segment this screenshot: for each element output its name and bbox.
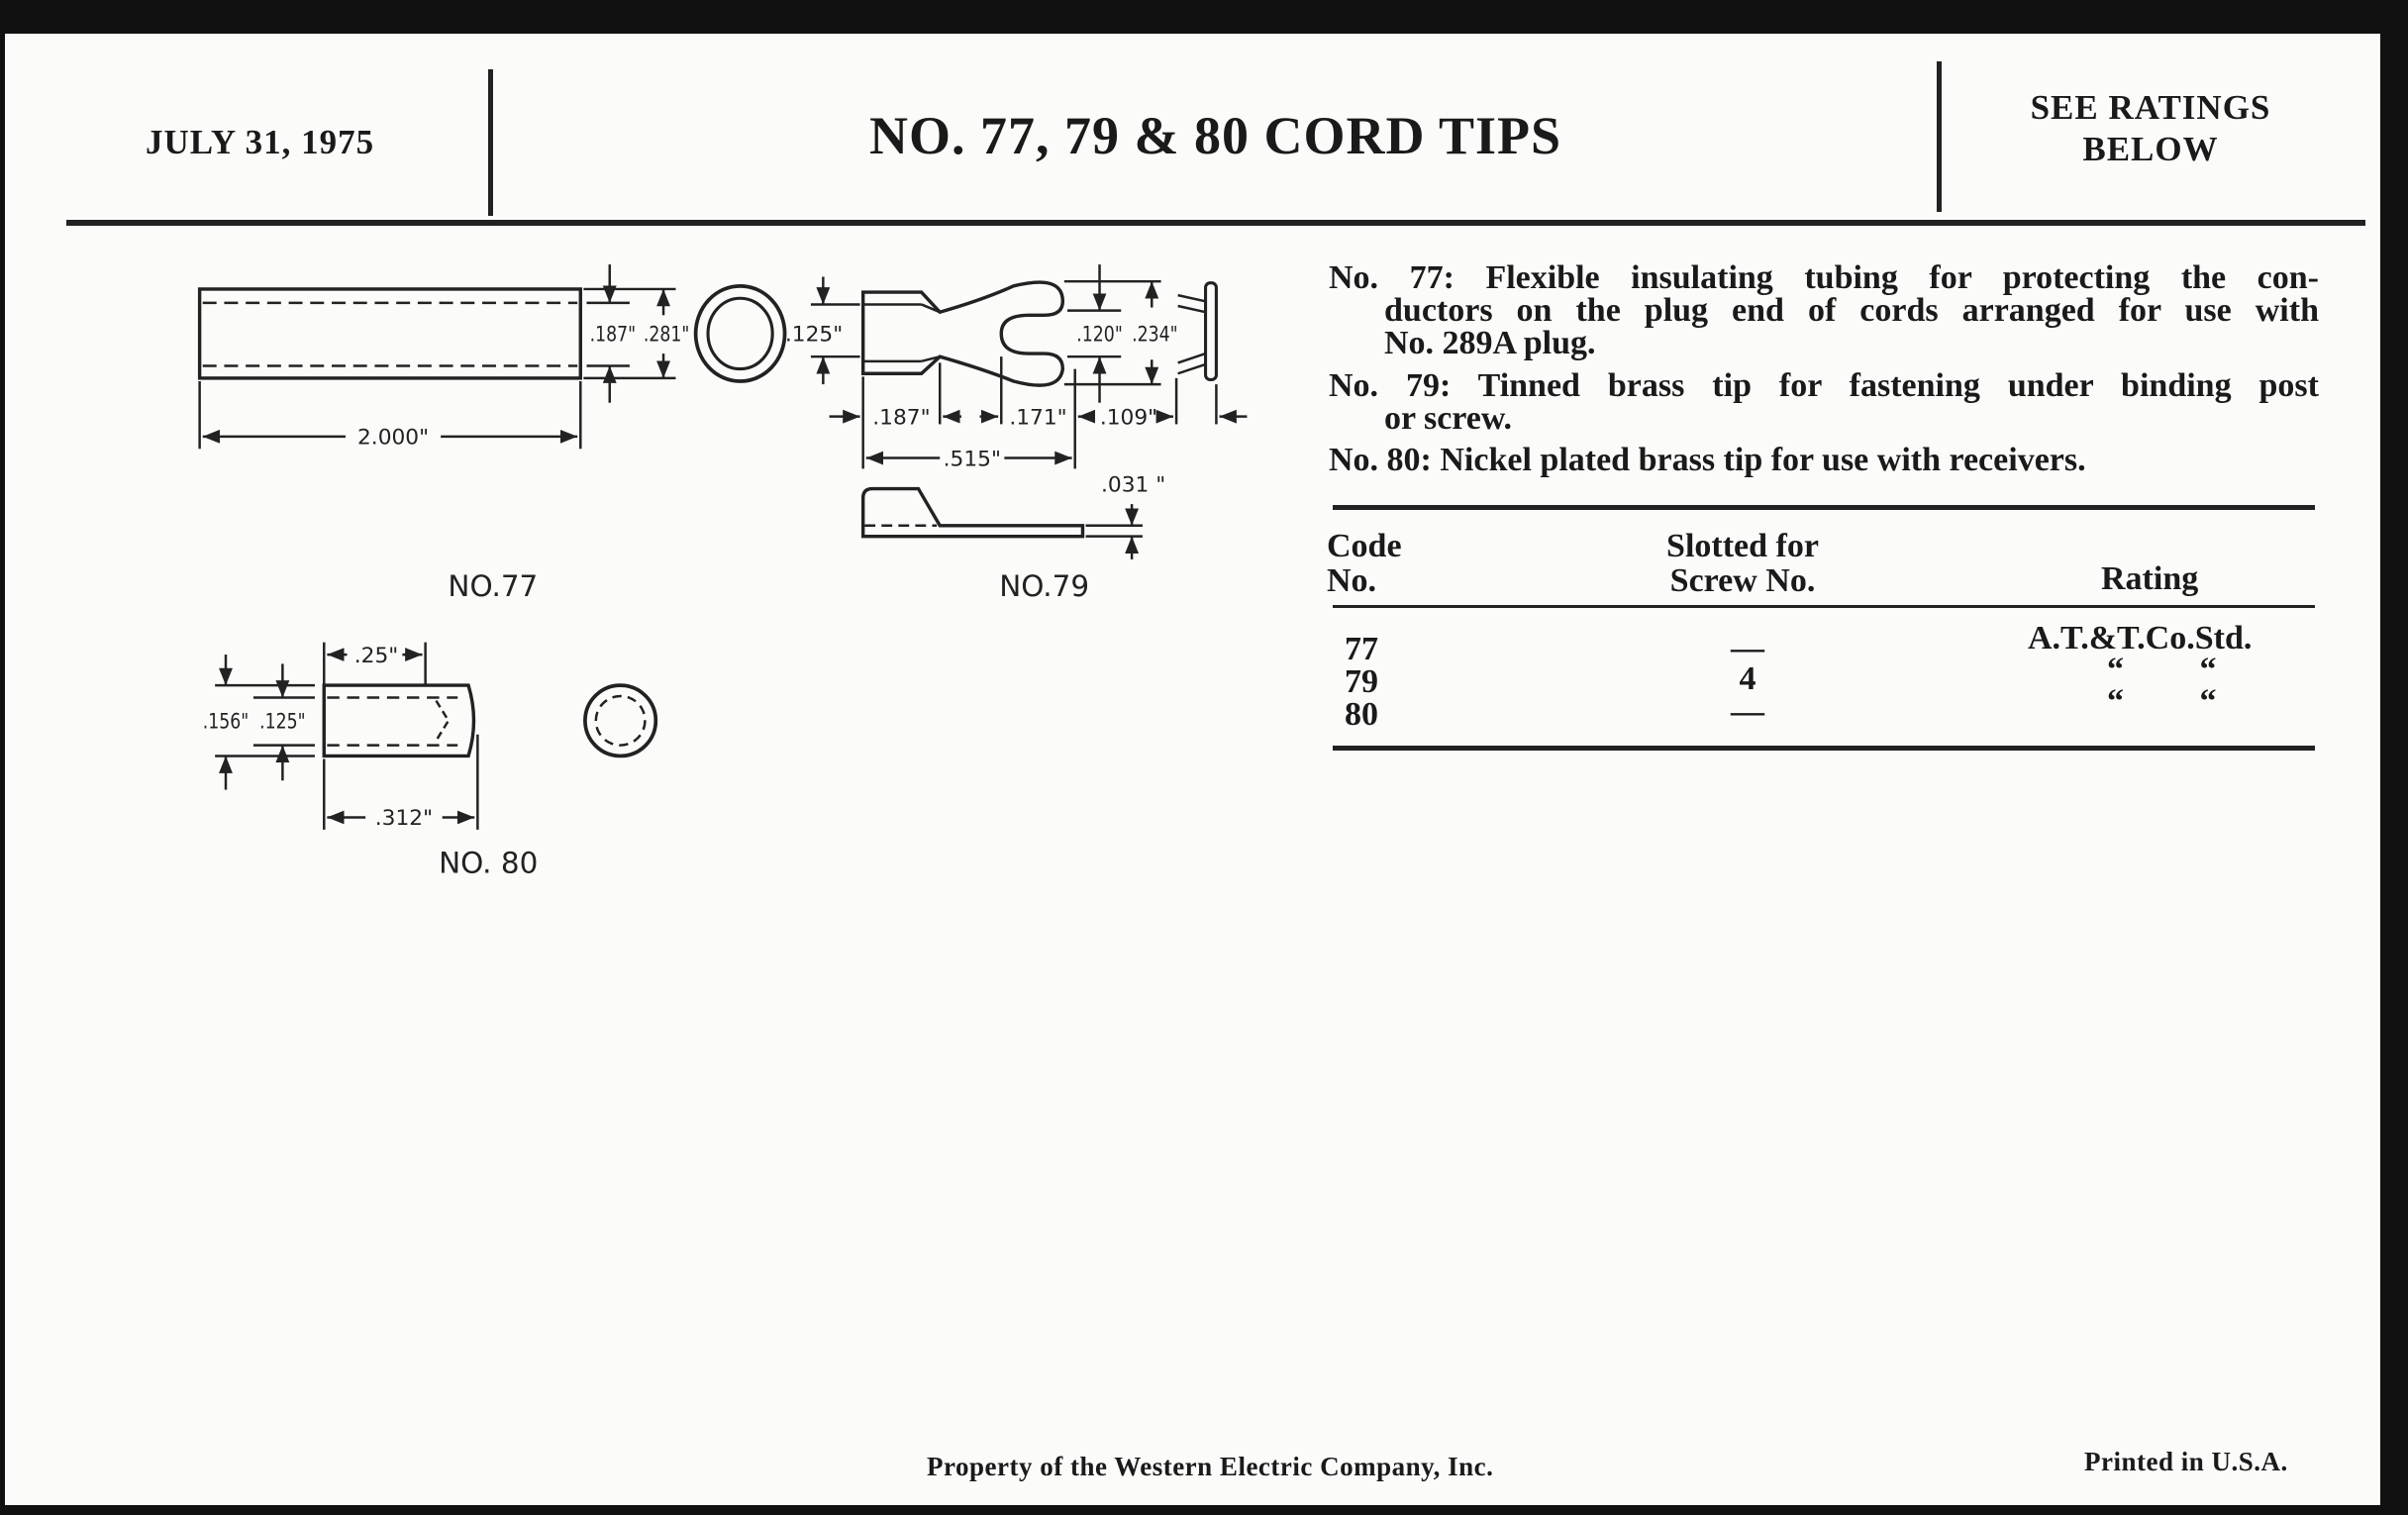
dim-031: .031 " [1101,473,1165,498]
header-divider-right [1937,61,1942,212]
footer-property: Property of the Western Electric Company… [927,1452,1494,1481]
see-ratings-line2: BELOW [2082,130,2219,168]
header-code-line2: No. [1327,562,1377,599]
label-no80: NO. 80 [439,846,538,879]
drawing-no79 [810,264,1248,559]
dim-25: .25" [354,644,399,668]
dim-234: .234" [1132,323,1178,348]
description-line: or screw. [1384,400,1513,437]
header-code: Code No. [1327,529,1402,598]
dim-125b: .125" [259,710,306,735]
dim-125: .125" [785,323,843,348]
dim-187: .187" [590,323,637,348]
dim-281: .281" [644,323,690,348]
description-80: No. 80: Nickel plated brass tip for use … [1329,442,2319,478]
cell-rating: A.T.&T.Co.Std. [2028,620,2253,656]
description-line: ductors on the plug end of cords arrange… [1384,292,2319,329]
footer-printed: Printed in U.S.A. [2084,1447,2288,1476]
page-title: NO. 77, 79 & 80 CORD TIPS [868,106,1562,165]
see-ratings-note: SEE RATINGS BELOW [1943,87,2358,170]
drawing-no80 [215,642,658,830]
dim-187b: .187" [872,405,930,430]
cell-rating: “ “ [2107,683,2217,720]
cell-screw: — [1731,693,1764,730]
dim-515: .515" [944,447,1001,471]
description-77: No. 77: Flexible insulating tubing for p… [1329,259,2319,361]
header-rule [66,220,2365,226]
cell-screw: — [1731,630,1764,666]
description-79: No. 79: Tinned brass tip for fastening u… [1329,367,2319,437]
description-line: No. 77: Flexible insulating tubing for p… [1329,259,2319,296]
dim-120: .120" [1076,323,1123,348]
dim-171: .171" [1009,405,1066,430]
drawing-no77 [197,264,787,450]
header-code-line1: Code [1327,528,1402,564]
date: JULY 31, 1975 [146,123,375,161]
cell-screw: 4 [1739,660,1756,697]
dim-156: .156" [203,710,250,735]
document-card [5,34,2380,1505]
table-top-rule [1333,505,2315,510]
header-divider-left [488,69,493,216]
label-no79: NO.79 [999,569,1089,603]
see-ratings-line1: SEE RATINGS [2030,88,2271,127]
description-line: No. 80: Nickel plated brass tip for use … [1329,442,2086,478]
label-no77: NO.77 [448,569,538,603]
cell-code: 80 [1345,696,1378,733]
header-slotted-line2: Screw No. [1669,562,1816,599]
table-header-rule [1333,605,2315,608]
header-slotted: Slotted for Screw No. [1624,529,1861,598]
header-rating: Rating [2101,560,2199,597]
dim-109: .109" [1100,405,1157,430]
table-bottom-rule [1333,746,2315,751]
description-line: No. 79: Tinned brass tip for fastening u… [1329,367,2319,404]
cell-code: 79 [1345,663,1378,700]
cell-code: 77 [1345,631,1378,667]
header-slotted-line1: Slotted for [1666,528,1819,564]
dim-312: .312" [375,806,433,831]
dim-2000: 2.000" [357,426,429,451]
description-line: No. 289A plug. [1384,325,1596,361]
cell-rating: “ “ [2107,652,2217,688]
